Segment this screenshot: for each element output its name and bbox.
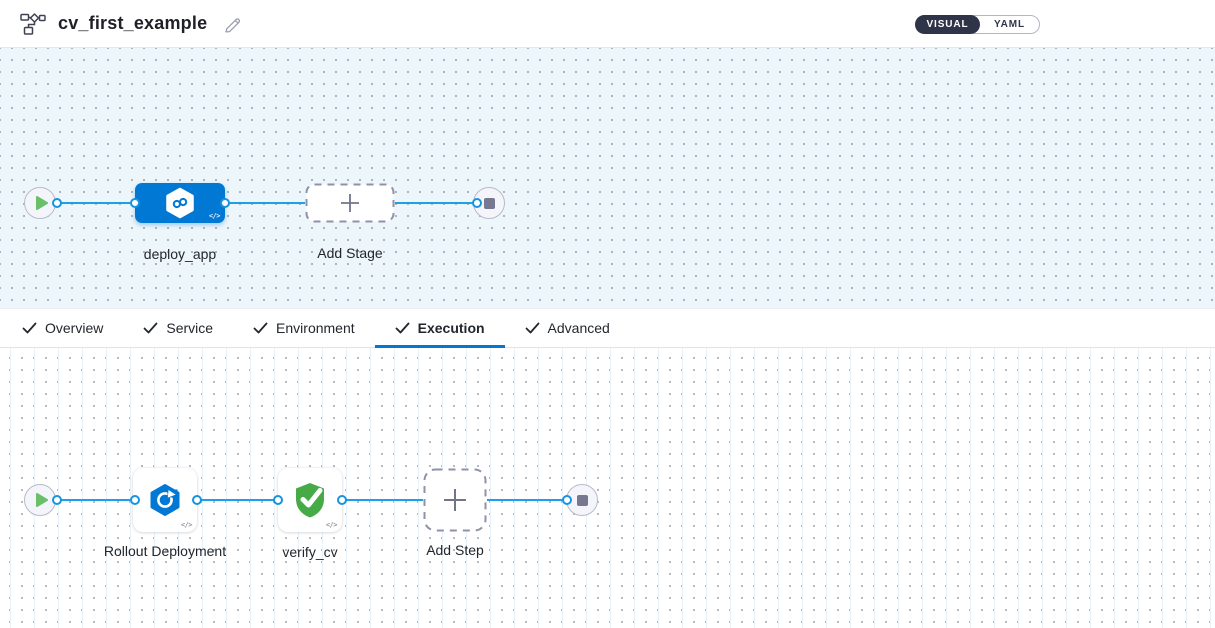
add-stage-button[interactable] [305,183,395,223]
edge [225,202,305,204]
edit-title-button[interactable] [221,13,243,35]
check-icon [395,322,410,334]
check-icon [143,322,158,334]
tab-service[interactable]: Service [123,309,233,347]
code-toggle-icon: </> [325,521,338,529]
execution-canvas[interactable]: </> Rollout Deployment </> verify_cv Add… [0,348,1215,628]
start-node [24,187,56,219]
tab-environment[interactable]: Environment [233,309,375,347]
cd-stage-icon [166,187,194,219]
add-stage-label: Add Stage [317,245,383,261]
tab-execution[interactable]: Execution [374,309,505,348]
connector-pin [192,495,202,505]
add-step-label: Add Step [426,542,484,558]
edge [342,499,423,501]
verify-shield-icon [296,483,324,518]
pencil-icon [225,17,241,32]
toggle-visual-button[interactable]: VISUAL [915,15,980,34]
stage-config-tabs: Overview Service Environment Execution A… [0,308,1215,348]
connector-pin [337,495,347,505]
tab-overview[interactable]: Overview [2,309,123,347]
connector-pin [562,495,572,505]
edge [395,202,478,204]
toggle-yaml-button[interactable]: YAML [993,19,1025,30]
code-toggle-icon: </> [180,521,193,529]
stop-icon [483,197,495,209]
connector-pin [52,495,62,505]
stage-label: deploy_app [143,246,217,262]
rollout-deployment-icon [150,484,180,516]
step-label: verify_cv [282,544,338,560]
tab-label: Execution [417,320,485,336]
edge [487,499,568,501]
step-node-rollout-deployment[interactable]: </> [133,468,197,532]
tab-label: Advanced [547,320,610,336]
step-label: Rollout Deployment [103,543,227,559]
connector-pin [52,198,62,208]
check-icon [22,322,37,334]
code-toggle-icon: </> [208,212,221,220]
check-icon [253,322,268,334]
pipeline-title: cv_first_example [58,13,208,33]
stop-icon [576,494,588,506]
check-icon [525,322,539,334]
play-icon [35,493,48,507]
stage-node-deploy-app[interactable]: </> [135,183,225,223]
edge [57,499,135,501]
stage-canvas[interactable]: </> deploy_app Add Stage [0,48,1215,308]
connector-pin [472,198,482,208]
play-icon [35,196,48,210]
edge [57,202,135,204]
view-mode-toggle: VISUAL YAML [915,15,1040,34]
connector-pin [273,495,283,505]
add-step-button[interactable] [423,468,487,532]
connector-pin [130,198,140,208]
start-node [24,484,56,516]
pipeline-header: cv_first_example VISUAL YAML [0,0,1215,48]
tab-advanced[interactable]: Advanced [505,309,630,347]
edge [197,499,278,501]
tab-label: Service [166,320,214,336]
connector-pin [220,198,230,208]
connector-pin [130,495,140,505]
tab-label: Environment [276,320,355,336]
tab-label: Overview [45,320,104,336]
step-node-verify-cv[interactable]: </> [278,468,342,532]
pipeline-graph-icon [20,12,46,35]
